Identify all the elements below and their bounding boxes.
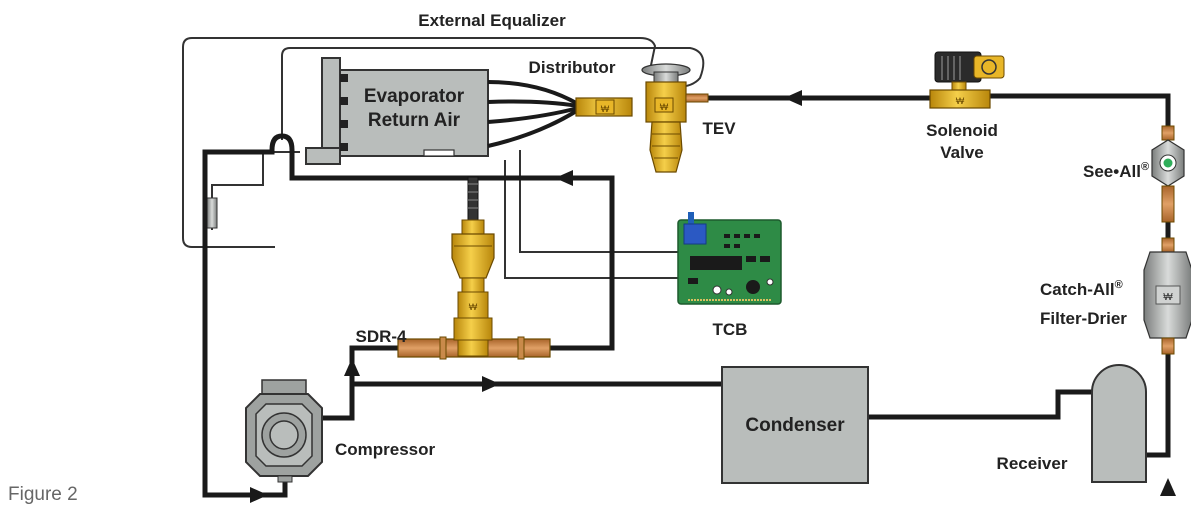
receiver-label: Receiver <box>997 454 1068 473</box>
tcb-board <box>677 212 782 305</box>
see-all-sight-glass <box>1151 125 1185 223</box>
sdr4-valve: ₩ <box>397 176 551 360</box>
arrow-right-suction <box>250 487 268 503</box>
svg-text:₩: ₩ <box>1163 292 1173 303</box>
flow-arrows <box>250 90 1176 503</box>
arrow-up-discharge <box>344 358 360 376</box>
see-all-label: See•All® <box>1083 161 1149 181</box>
evaporator-label-2: Return Air <box>368 110 461 131</box>
external-equalizer-line <box>182 37 657 248</box>
sensing-bulb <box>206 197 218 229</box>
distributor-tubes <box>487 80 580 148</box>
svg-text:₩: ₩ <box>956 96 965 106</box>
arrow-left-suction <box>555 170 573 186</box>
sensor-wiring <box>211 47 705 279</box>
solenoid-valve: ₩ <box>929 51 1005 109</box>
compressor-label: Compressor <box>335 440 436 459</box>
arrow-up-receiver <box>1160 478 1176 496</box>
tev-label: TEV <box>702 119 736 138</box>
solenoid-label-1: Solenoid <box>926 121 998 140</box>
figure-caption: Figure 2 <box>8 484 78 505</box>
receiver <box>1091 364 1147 483</box>
evaporator-sensor <box>423 149 455 157</box>
solenoid-label-2: Valve <box>940 143 984 162</box>
tev-valve: ₩ <box>641 63 709 173</box>
tcb-label: TCB <box>713 320 748 339</box>
filter-drier-label: Filter-Drier <box>1040 309 1127 328</box>
svg-text:₩: ₩ <box>601 104 610 114</box>
distributor-label: Distributor <box>529 58 616 77</box>
catch-all-filter-drier: ₩ <box>1143 237 1191 355</box>
distributor: ₩ <box>575 97 633 117</box>
condenser <box>721 366 869 484</box>
evaporator-label-1: Evaporator <box>364 86 465 107</box>
arrow-left-liquid <box>784 90 802 106</box>
condenser-label: Condenser <box>745 415 845 436</box>
sdr4-label: SDR-4 <box>355 327 407 346</box>
refrigerant-lines <box>202 93 1171 498</box>
arrow-right-discharge <box>482 376 500 392</box>
svg-text:₩: ₩ <box>660 102 669 112</box>
compressor <box>245 379 323 483</box>
catch-all-label: Catch-All® <box>1040 279 1123 299</box>
svg-text:₩: ₩ <box>469 302 478 312</box>
external-equalizer-label: External Equalizer <box>418 11 566 30</box>
evaporator: Evaporator Return Air <box>305 57 489 165</box>
